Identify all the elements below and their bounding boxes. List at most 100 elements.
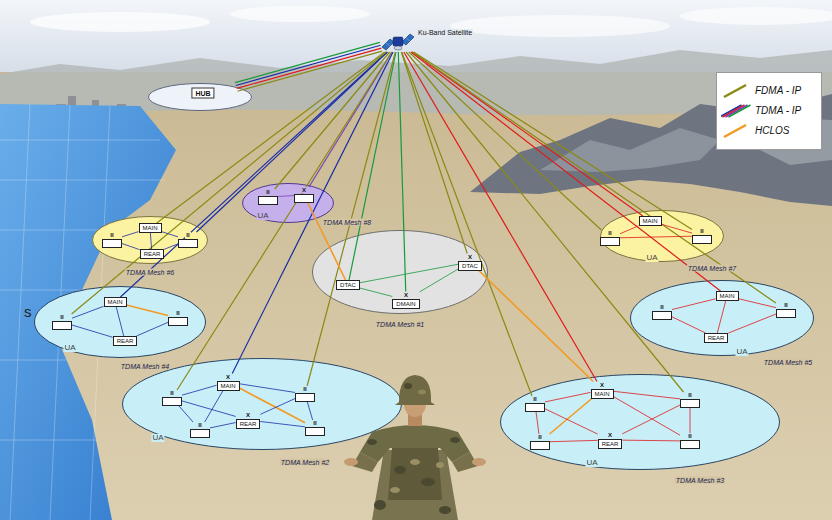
unit-box-outline xyxy=(525,403,545,412)
unit-symbol: II xyxy=(302,386,307,392)
unit-box-outline xyxy=(168,317,188,326)
mesh-ellipse: TDMA Mesh #6MAINIIIIREAR xyxy=(92,216,208,264)
unit-box: REAR xyxy=(140,249,165,259)
unit-symbol: II xyxy=(265,189,270,195)
unit-symbol: II xyxy=(699,228,704,234)
unit-box: XMAIN xyxy=(591,382,614,399)
link-line xyxy=(404,52,597,382)
unit-box-outline: MAIN xyxy=(591,389,614,399)
unit-box-outline xyxy=(680,399,700,408)
unit-box-outline: DMAIN xyxy=(392,299,419,309)
unit-box-outline xyxy=(530,441,550,450)
unit-symbol-box: II xyxy=(776,302,796,318)
unit-symbol: II xyxy=(607,230,612,236)
unit-symbol: X xyxy=(245,412,251,418)
margin-text: s xyxy=(24,304,32,319)
unit-box-outline xyxy=(295,393,315,402)
legend-entry: TDMA - IP xyxy=(721,101,817,121)
unit-box-outline: MAIN xyxy=(639,216,662,226)
unit-label: UA xyxy=(256,212,269,220)
link-line xyxy=(406,52,683,392)
link-line xyxy=(412,52,643,216)
legend-label: TDMA - IP xyxy=(755,106,801,116)
unit-name: REAR xyxy=(708,335,725,341)
unit-symbol: II xyxy=(312,420,317,426)
unit-symbol-box: II xyxy=(305,420,325,436)
unit-box: XMAIN xyxy=(217,374,240,391)
unit-box-outline: REAR xyxy=(140,249,165,259)
unit-symbol-box: II xyxy=(52,314,72,330)
link-line xyxy=(402,52,532,396)
mesh-heading: TDMA Mesh #8 xyxy=(322,219,372,226)
link-line xyxy=(409,52,602,230)
unit-name: MAIN xyxy=(720,293,735,299)
unit-box-outline xyxy=(178,239,198,248)
unit-box: X DMAIN xyxy=(392,292,419,309)
unit-box: DTAC xyxy=(336,280,360,290)
link-line xyxy=(232,52,393,374)
unit-box-outline xyxy=(600,237,620,246)
mesh-outline xyxy=(500,374,780,470)
unit-symbol-box: II xyxy=(680,392,700,408)
unit-symbol-box: II xyxy=(525,396,545,412)
unit-box-outline: MAIN xyxy=(104,297,127,307)
unit-box-outline xyxy=(258,196,278,205)
mesh-ellipse: TDMA Mesh #3UAXMAINIIIIIIXREARII xyxy=(500,374,780,470)
mesh-heading: TDMA Mesh #7 xyxy=(687,265,737,272)
unit-symbol: II xyxy=(59,314,64,320)
unit-box: XREAR xyxy=(598,432,623,449)
unit-name: REAR xyxy=(144,251,161,257)
unit-symbol: II xyxy=(537,434,542,440)
unit-box-outline xyxy=(652,311,672,320)
unit-symbol: II xyxy=(169,390,174,396)
unit-box: REAR xyxy=(704,333,729,343)
unit-label: UA xyxy=(645,254,658,262)
unit-symbol: II xyxy=(185,232,190,238)
unit-symbol-box: II xyxy=(178,232,198,248)
link-line xyxy=(237,51,382,91)
unit-box-outline xyxy=(680,440,700,449)
link-line xyxy=(235,42,380,82)
unit-symbol: II xyxy=(687,392,692,398)
satellite-label: Ku-Band Satellite xyxy=(417,29,473,36)
legend-entry: FDMA - IP xyxy=(721,81,817,101)
legend-label: HCLOS xyxy=(755,126,789,136)
link-line xyxy=(401,52,467,254)
mesh-ellipse: TDMA Mesh #8UAIIX xyxy=(242,183,334,223)
unit-symbol: X xyxy=(225,374,231,380)
unit-symbol: II xyxy=(197,422,202,428)
unit-symbol-box: II xyxy=(162,390,182,406)
unit-symbol: X xyxy=(467,254,473,260)
unit-symbol: II xyxy=(109,232,114,238)
unit-box: XREAR xyxy=(236,412,261,429)
unit-name: MAIN xyxy=(108,299,123,305)
unit-symbol: X xyxy=(403,292,409,298)
unit-box-outline xyxy=(294,194,314,203)
hub-ellipse: HUB xyxy=(148,83,252,111)
unit-box: MAIN xyxy=(104,297,127,307)
legend-line-sample xyxy=(721,103,751,119)
mesh-ellipse: TDMA Mesh #1DTACXDTACXDMAIN xyxy=(312,230,488,314)
link-line xyxy=(307,52,395,386)
unit-name: MAIN xyxy=(143,225,158,231)
legend-line-sample xyxy=(721,123,751,139)
unit-name: DMAIN xyxy=(396,301,415,307)
mesh-heading: TDMA Mesh #5 xyxy=(763,359,813,366)
mesh-heading: TDMA Mesh #1 xyxy=(375,321,425,328)
unit-box-outline xyxy=(162,397,182,406)
unit-symbol-box: II xyxy=(680,433,700,449)
unit-symbol: II xyxy=(175,310,180,316)
unit-symbol-box: II xyxy=(102,232,122,248)
unit-symbol-box: X xyxy=(294,187,314,203)
unit-box: MAIN xyxy=(139,223,162,233)
unit-symbol: II xyxy=(687,433,692,439)
unit-box: MAIN xyxy=(716,291,739,301)
unit-box-outline: MAIN xyxy=(217,381,240,391)
mesh-heading: TDMA Mesh #3 xyxy=(675,477,725,484)
unit-symbol-box: II xyxy=(258,189,278,205)
link-line xyxy=(196,52,387,232)
mesh-ellipse: TDMA Mesh #2UAXMAINIIIIIIXREARII xyxy=(122,358,402,450)
link-line xyxy=(237,48,382,88)
